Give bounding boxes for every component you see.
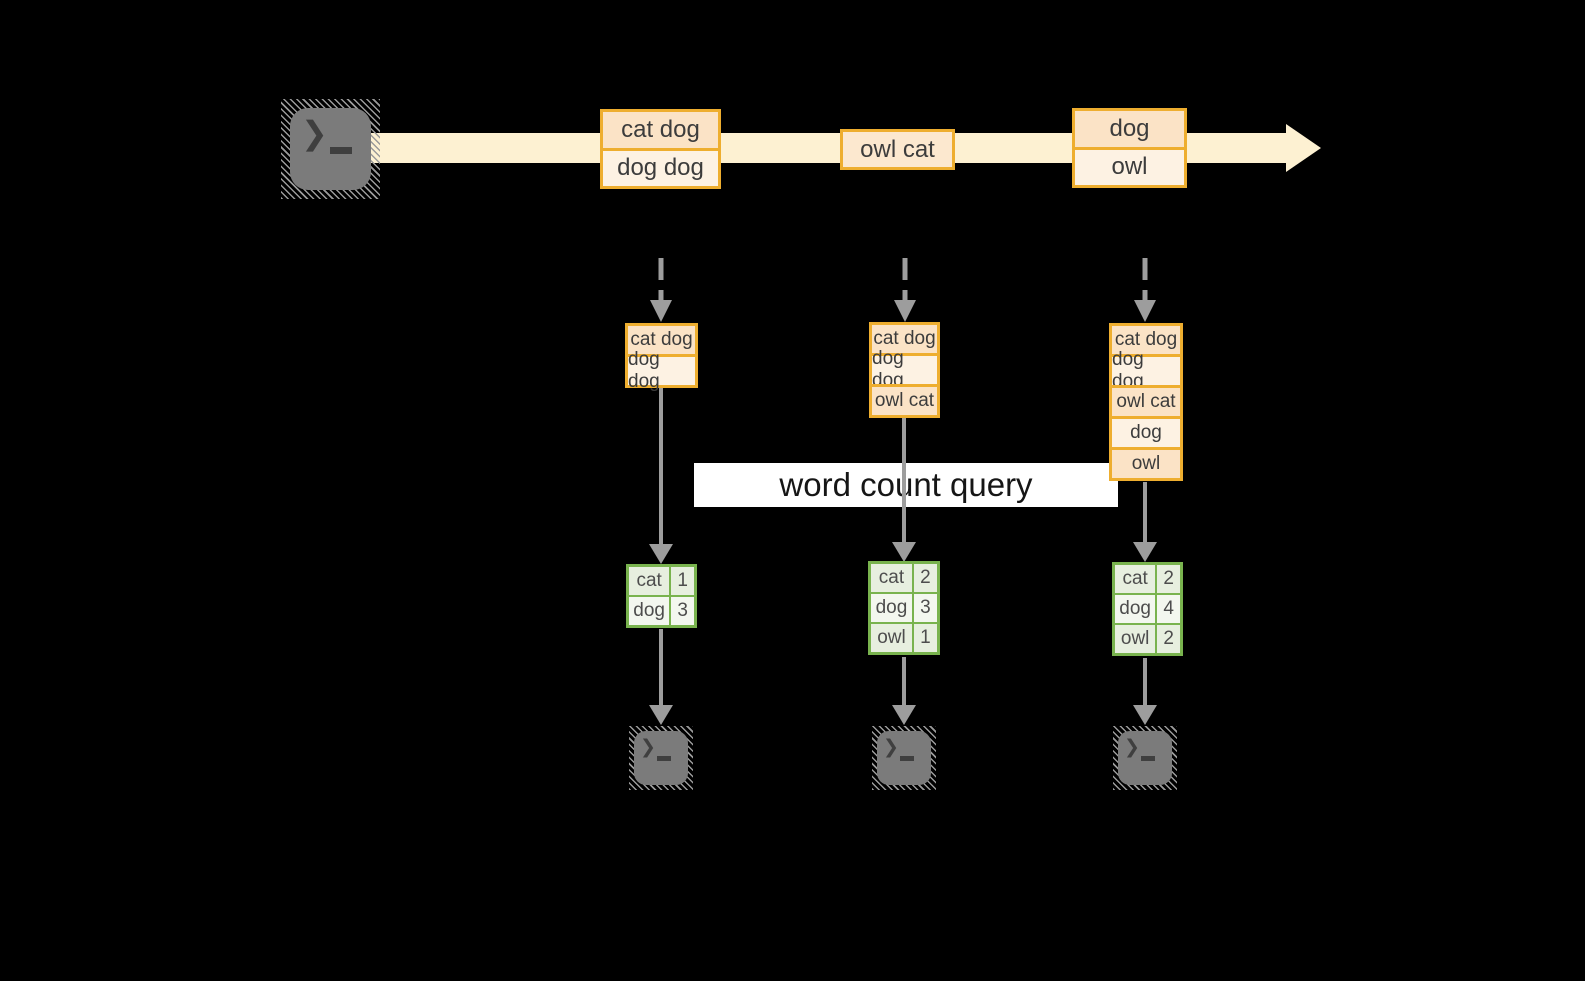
prompt-cursor-icon [657,756,671,761]
word-count-table: cat 2 dog 4 owl 2 [1112,562,1183,656]
prompt-cursor-icon [330,147,352,154]
prompt-chevron-icon: ❯ [883,737,899,758]
terminal-sink-icon: ❯ [629,726,693,790]
word-cell: owl [1115,625,1158,653]
terminal-screen: ❯ [634,731,688,785]
word-cell: cat [871,564,914,592]
count-cell: 2 [1157,565,1180,593]
batch-word-row: cat dog [603,112,718,148]
batch-word-row: dog dog [603,147,718,186]
terminal-screen: ❯ [1118,731,1172,785]
prompt-chevron-icon: ❯ [1124,737,1140,758]
stream-arrowhead-icon [1286,124,1321,172]
micro-batch-row: owl cat [1112,385,1180,416]
count-cell: 2 [913,564,937,592]
terminal-source-icon: ❯ [281,99,380,199]
down-arrow [1133,658,1157,725]
count-row: owl 1 [871,622,937,652]
dashed-down-arrow [650,258,672,322]
down-arrow [1133,482,1157,562]
word-cell: cat [629,567,672,595]
count-cell: 1 [671,567,694,595]
micro-batch-row: cat dog [628,326,695,354]
count-row: cat 1 [629,567,694,595]
terminal-screen: ❯ [290,108,371,190]
count-cell: 3 [913,594,937,622]
dashed-down-arrow [894,258,916,322]
micro-batch-box: cat dog dog dog owl cat [869,322,940,418]
stream-batch-box: cat dog dog dog [600,109,721,189]
word-count-table: cat 1 dog 3 [626,564,697,628]
down-arrow [649,629,673,725]
micro-batch-row: cat dog [872,325,937,353]
word-cell: dog [871,594,914,622]
micro-batch-row: dog [1112,416,1180,447]
count-row: owl 2 [1115,623,1180,653]
prompt-cursor-icon [1141,756,1155,761]
batch-word-row: owl [1075,146,1184,185]
word-cell: cat [1115,565,1158,593]
prompt-chevron-icon: ❯ [640,737,656,758]
stream-batch-box: dog owl [1072,108,1187,188]
count-cell: 3 [671,597,694,625]
micro-batch-box: cat dog dog dog owl cat dog owl [1109,323,1183,481]
micro-batch-row: dog dog [1112,349,1180,392]
prompt-chevron-icon: ❯ [301,115,328,151]
terminal-screen: ❯ [877,731,931,785]
down-arrow [892,416,916,562]
count-row: cat 2 [871,564,937,592]
word-cell: owl [871,624,914,652]
down-arrow [649,388,673,564]
batch-word-row: dog [1075,111,1184,147]
terminal-sink-icon: ❯ [1113,726,1177,790]
word-count-table: cat 2 dog 3 owl 1 [868,561,940,655]
micro-batch-box: cat dog dog dog [625,323,698,392]
micro-batch-row: dog dog [628,349,695,392]
count-row: dog 3 [871,592,937,622]
prompt-cursor-icon [900,756,914,761]
stream-batch-box: owl cat [840,129,955,170]
count-cell: 2 [1157,625,1180,653]
count-row: cat 2 [1115,565,1180,593]
batch-word-row: owl cat [843,132,952,167]
micro-batch-row: cat dog [1112,326,1180,354]
dashed-down-arrow [1134,258,1156,322]
count-cell: 4 [1157,595,1180,623]
word-cell: dog [1115,595,1158,623]
count-cell: 1 [913,624,937,652]
down-arrow [892,657,916,725]
micro-batch-row: dog dog [872,348,937,391]
word-cell: dog [629,597,672,625]
count-row: dog 3 [629,595,694,625]
terminal-sink-icon: ❯ [872,726,936,790]
count-row: dog 4 [1115,593,1180,623]
micro-batch-row: owl [1112,447,1180,478]
micro-batch-row: owl cat [872,384,937,415]
